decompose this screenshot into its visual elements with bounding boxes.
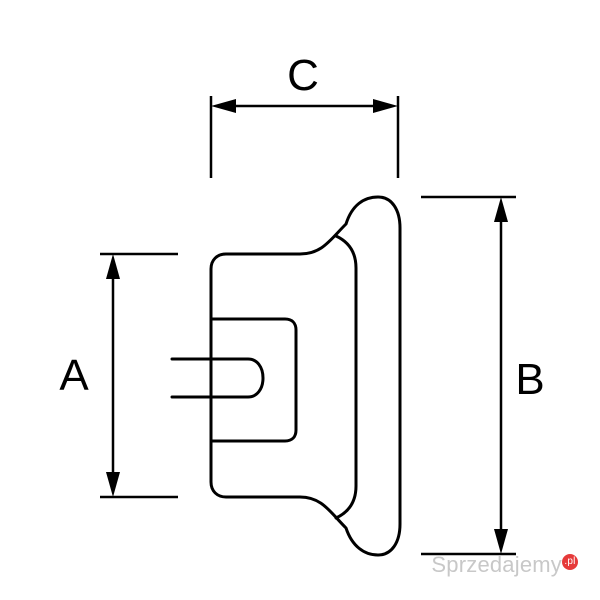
dimension-b-label: B [515,355,544,404]
dimension-a-arrow-top [106,254,120,279]
dimension-c-label: C [287,51,319,100]
watermark-text: Sprzedajemy [431,552,562,577]
dimension-c: C [209,51,400,178]
dimension-c-arrow-right [373,99,398,113]
watermark-logo: Sprzedajemy.pl [431,552,578,578]
watermark-suffix: .pl [562,553,578,570]
dimension-c-arrow-left [211,99,236,113]
dimension-a-label: A [59,351,89,400]
dimension-b-arrow-top [494,197,508,222]
part-outer-outline [209,195,402,557]
dimension-b: B [421,195,545,556]
dimension-a: A [59,252,178,499]
inner-pocket-outline [209,317,298,443]
part-body [170,195,402,557]
dimension-a-arrow-bottom [106,472,120,497]
slot-pin-outline [170,357,265,399]
flange-inner-line [334,234,358,520]
dimension-b-arrow-bottom [494,529,508,554]
